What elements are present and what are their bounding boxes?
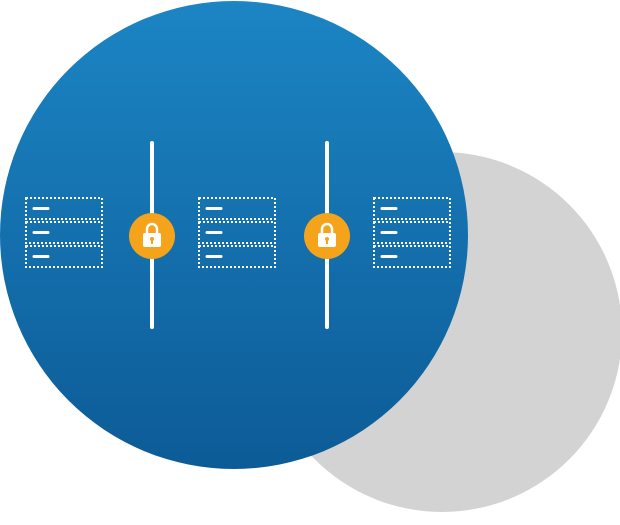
- server-unit: [25, 221, 103, 244]
- divider-right: [304, 141, 350, 329]
- server-stack-right: [373, 197, 451, 268]
- divider-left: [129, 141, 175, 329]
- server-unit: [373, 197, 451, 220]
- server-unit: [373, 221, 451, 244]
- lock-keyhole-slot: [151, 239, 153, 244]
- server-unit: [198, 221, 276, 244]
- server-unit: [25, 197, 103, 220]
- server-unit: [373, 245, 451, 268]
- lock-shackle: [320, 222, 334, 234]
- lock-icon: [304, 213, 350, 259]
- foreground-circle: [0, 1, 468, 469]
- server-unit: [198, 245, 276, 268]
- lock-icon: [129, 213, 175, 259]
- server-stack-middle: [198, 197, 276, 268]
- server-stack-left: [25, 197, 103, 268]
- server-unit: [25, 245, 103, 268]
- server-unit: [198, 197, 276, 220]
- lock-shackle: [145, 222, 159, 234]
- lock-keyhole-slot: [326, 239, 328, 244]
- content-layer: [25, 141, 451, 329]
